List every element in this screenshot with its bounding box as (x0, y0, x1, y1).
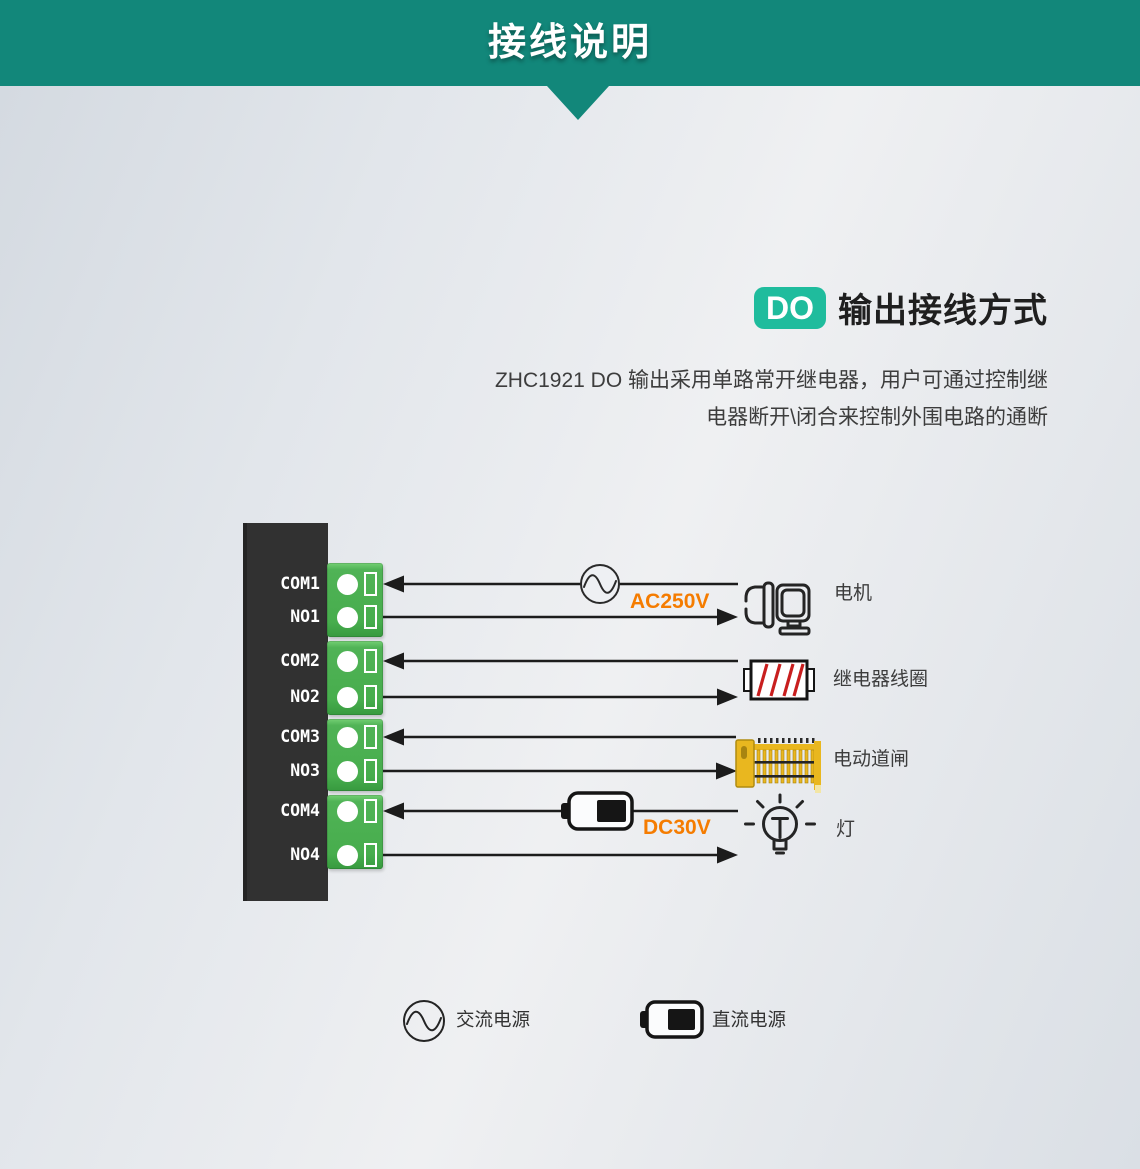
section-description: ZHC1921 DO 输出采用单路常开继电器，用户可通过控制继 电器断开\闭合来… (495, 362, 1048, 436)
device-terminal-block (243, 523, 328, 901)
wire-com1 (383, 575, 738, 593)
wire-no2 (383, 688, 738, 706)
wire-no4 (383, 846, 738, 864)
terminal-label-no2: NO2 (290, 687, 320, 706)
legend-ac-label: 交流电源 (456, 1009, 531, 1030)
terminal-screw (337, 651, 358, 672)
relay-coil-icon (743, 659, 815, 701)
terminal-slot (364, 605, 377, 629)
terminal-label-com1: COM1 (280, 574, 320, 593)
terminal-label-no1: NO1 (290, 607, 320, 626)
page-banner: 接线说明 (0, 0, 1140, 86)
legend-dc-icon (640, 1000, 704, 1039)
description-line-1: ZHC1921 DO 输出采用单路常开继电器，用户可通过控制继 (494, 369, 1048, 392)
page-title: 接线说明 (487, 22, 652, 64)
terminal-screw (337, 607, 358, 628)
lamp-icon (744, 793, 816, 855)
terminal-screw (337, 574, 358, 595)
terminal-label-com3: COM3 (280, 727, 320, 746)
dc-source-icon (561, 791, 634, 831)
terminal-slot (364, 685, 377, 709)
ac-source-icon (580, 564, 620, 604)
wire-no1 (383, 608, 738, 626)
terminal-label-no3: NO3 (290, 761, 320, 780)
wire-com3 (383, 728, 736, 746)
barrier-gate-icon (735, 738, 821, 793)
section-heading: DO 输出接线方式 (754, 283, 1048, 332)
do-badge: DO (754, 286, 826, 329)
banner-pointer (547, 86, 609, 120)
motor-icon (744, 581, 811, 636)
wires-and-icons (383, 564, 821, 1042)
wire-com2 (383, 652, 738, 670)
load-label-lamp: 灯 (836, 819, 856, 840)
section-title: 输出接线方式 (838, 292, 1048, 330)
wire-no3 (383, 762, 737, 780)
terminal-label-com2: COM2 (280, 651, 320, 670)
load-label-relay-coil: 继电器线圈 (833, 669, 929, 690)
terminal-slot (364, 799, 377, 823)
terminal-screw (337, 845, 358, 866)
description-line-2: 电器断开\闭合来控制外围电路的通断 (706, 406, 1048, 429)
terminal-slot (364, 725, 377, 749)
terminal-slot (364, 649, 377, 673)
terminal-label-com4: COM4 (280, 801, 320, 820)
terminal-slot (364, 843, 377, 867)
terminal-screw (337, 801, 358, 822)
terminal-screw (337, 687, 358, 708)
ac-voltage-label: AC250V (630, 590, 710, 613)
dc-voltage-label: DC30V (643, 816, 711, 839)
legend-dc-label: 直流电源 (712, 1009, 787, 1030)
terminal-screw (337, 761, 358, 782)
terminal-slot (364, 759, 377, 783)
terminal-slot (364, 572, 377, 596)
load-label-motor: 电机 (834, 583, 873, 604)
load-label-barrier-gate: 电动道闸 (833, 749, 910, 770)
terminal-label-no4: NO4 (290, 845, 320, 864)
legend-ac-icon (403, 1000, 445, 1042)
terminal-screw (337, 727, 358, 748)
